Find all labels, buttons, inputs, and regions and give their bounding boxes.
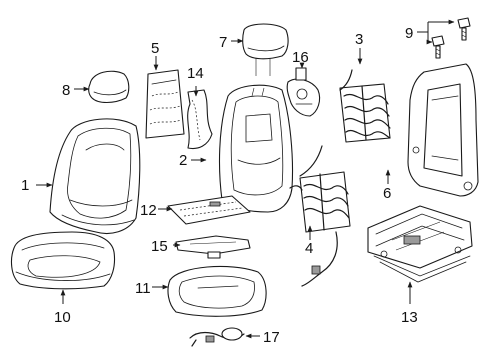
callout-1: 1 <box>21 177 29 194</box>
bolts <box>431 17 471 59</box>
headrest-top <box>242 23 289 76</box>
callout-8: 8 <box>62 82 70 99</box>
callout-16: 16 <box>292 49 309 66</box>
wiring-harness <box>189 327 245 347</box>
callout-9: 9 <box>405 25 413 42</box>
callout-17: 17 <box>263 329 280 346</box>
callout-14: 14 <box>187 65 204 82</box>
sensor-mat <box>175 235 251 259</box>
seat-back-cover <box>49 118 141 235</box>
seat-heater-pad <box>167 195 251 225</box>
callout-5: 5 <box>151 40 159 57</box>
callout-6: 6 <box>383 185 391 202</box>
callout-3: 3 <box>355 31 363 48</box>
callout-13: 13 <box>401 309 418 326</box>
cushion-suspension <box>289 145 351 287</box>
seat-cushion-cover <box>10 231 116 290</box>
seat-back-frame <box>407 63 479 197</box>
back-suspension-mat <box>339 69 391 143</box>
callout-10: 10 <box>54 309 71 326</box>
back-pad <box>145 69 185 139</box>
callout-15: 15 <box>151 238 168 255</box>
seat-cushion <box>167 265 267 317</box>
motor-bracket <box>286 67 321 117</box>
callout-4: 4 <box>305 240 313 257</box>
callout-7: 7 <box>219 34 227 51</box>
headrest-left <box>88 70 130 104</box>
callout-2: 2 <box>179 152 187 169</box>
callout-11: 11 <box>135 280 151 297</box>
leader-lines <box>36 19 455 339</box>
seat-track-assembly <box>367 205 473 283</box>
callout-12: 12 <box>140 202 157 219</box>
seat-back-cushion <box>218 84 294 213</box>
lumbar-pad <box>187 89 213 150</box>
